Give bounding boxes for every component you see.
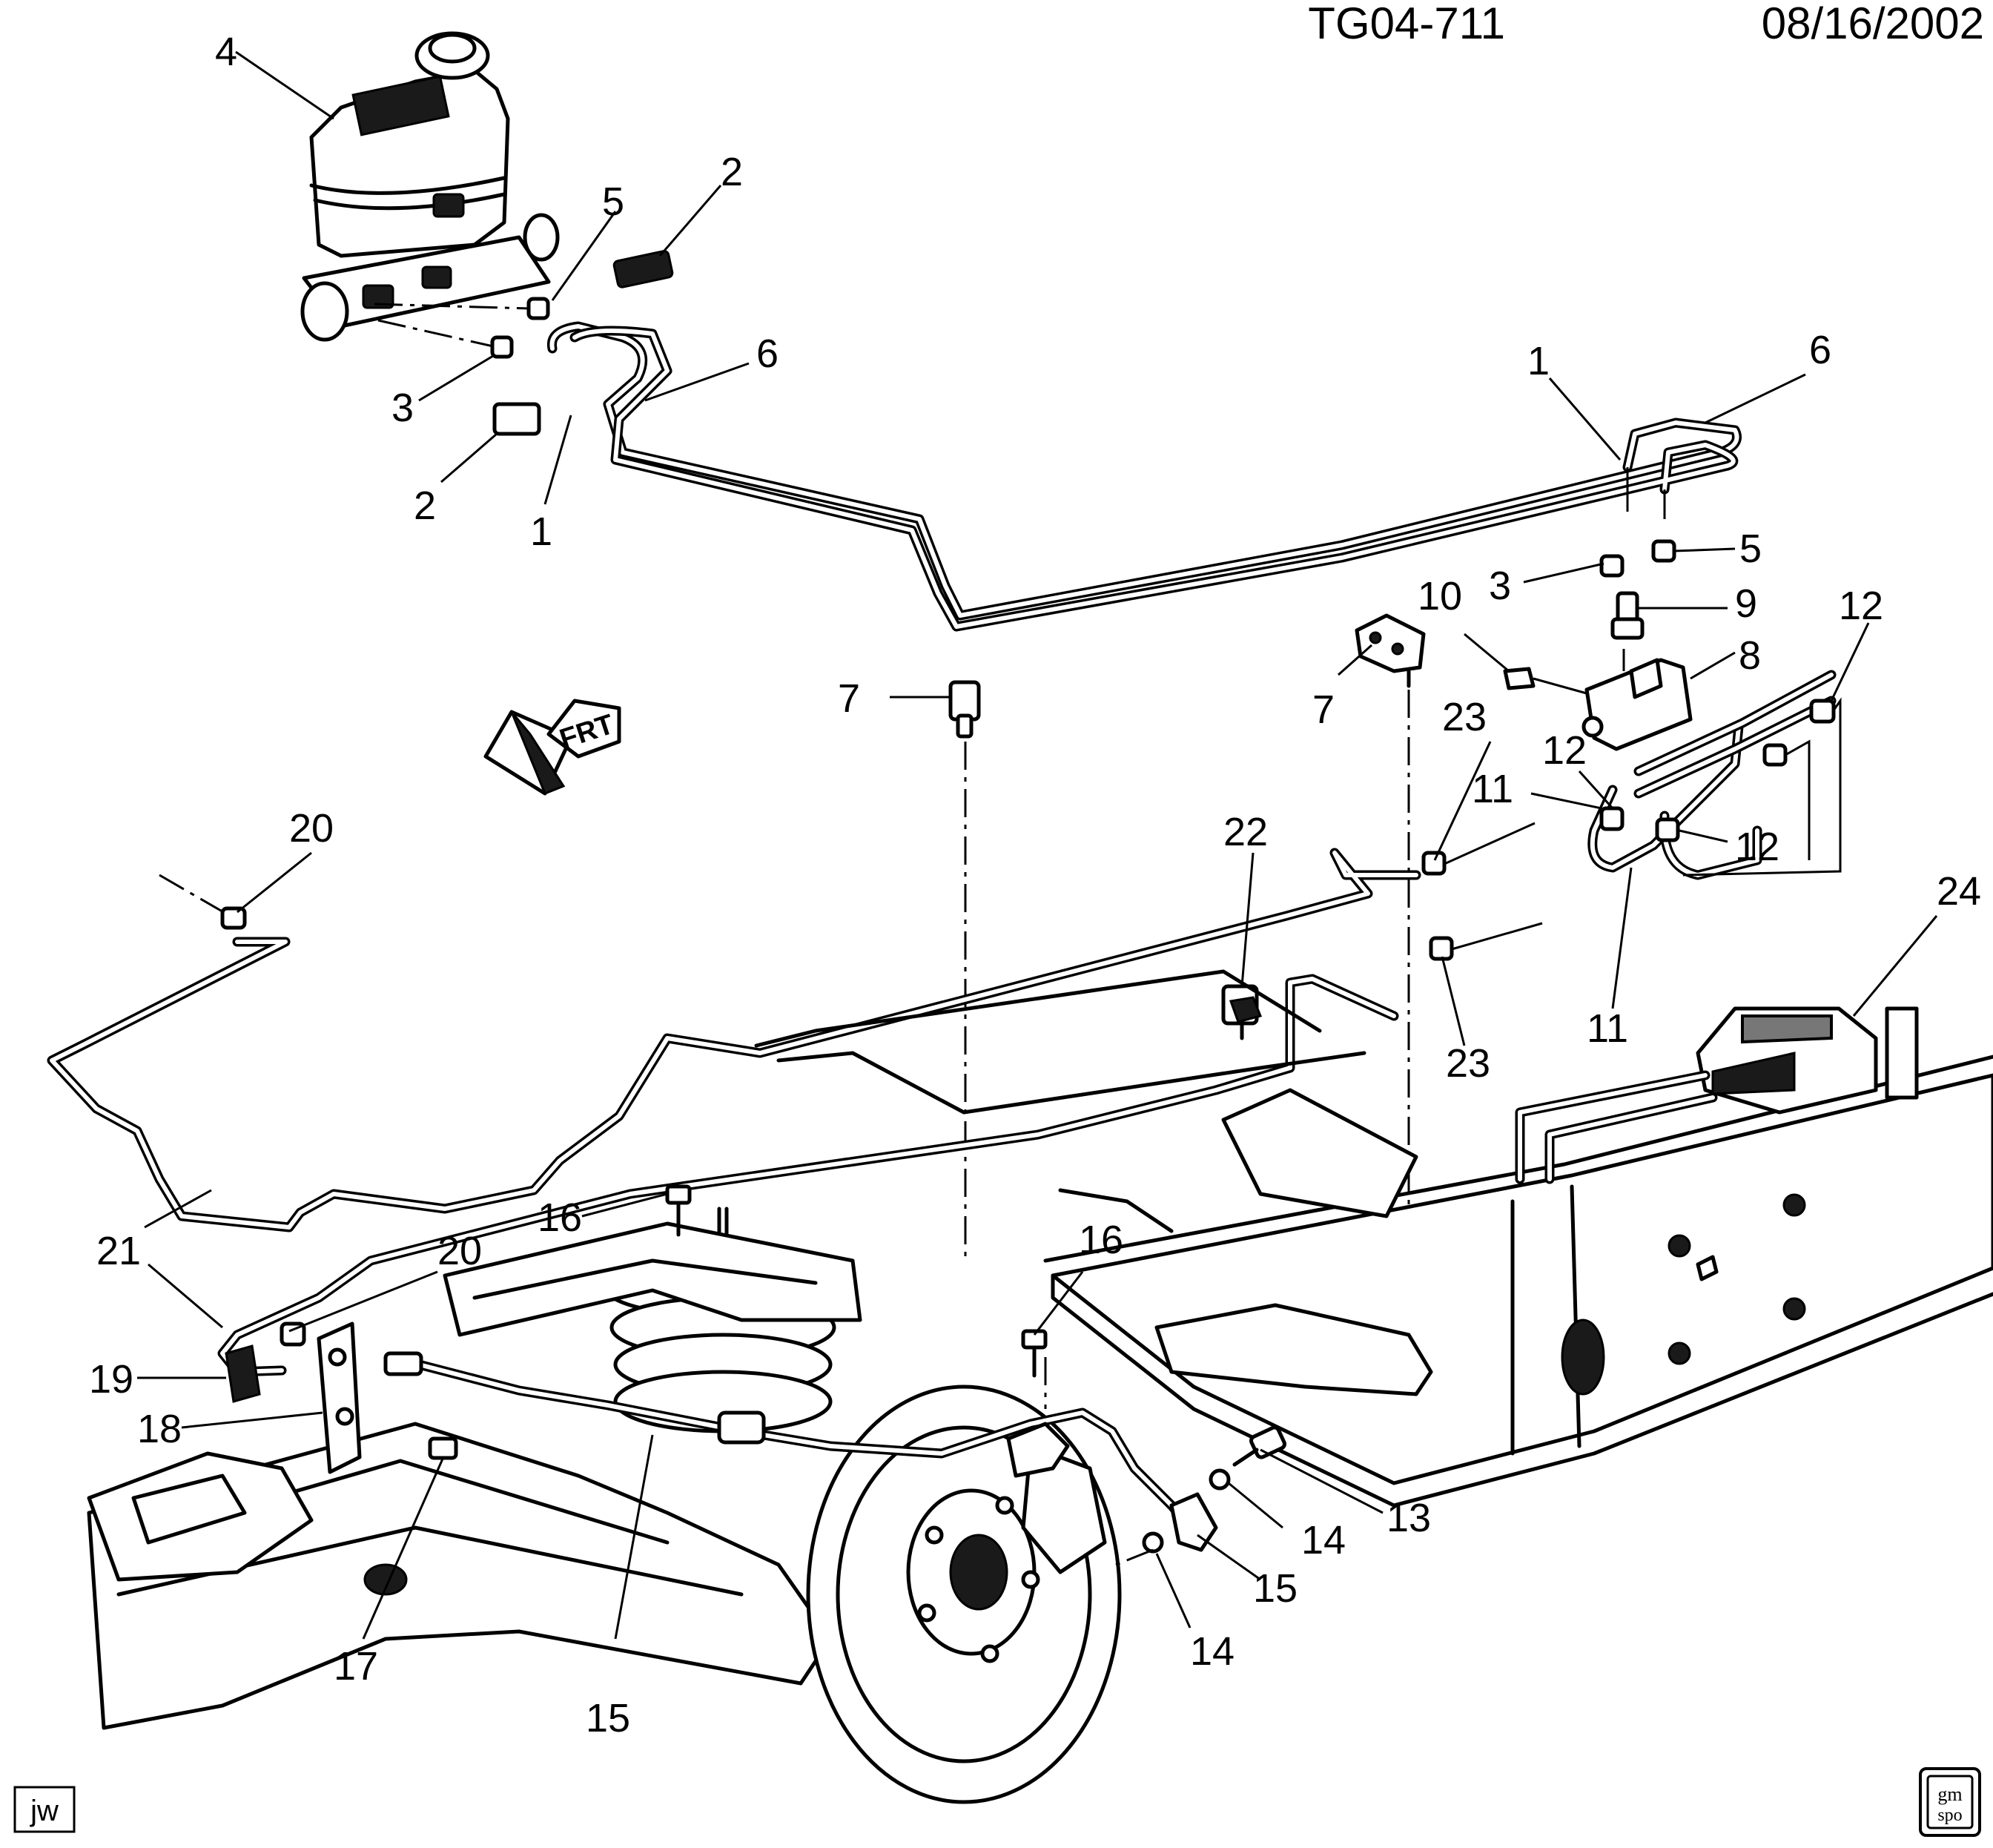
switch-9	[1610, 591, 1645, 640]
callout-22: 22	[1223, 810, 1268, 854]
front-direction-arrow-icon: FRT	[483, 699, 621, 796]
callout-12: 12	[1839, 584, 1883, 628]
frame-bracket	[1154, 1303, 1433, 1396]
callout-14: 14	[1301, 1518, 1346, 1562]
callout-21: 21	[96, 1229, 141, 1273]
center-line	[377, 319, 494, 348]
upper-control-arm	[443, 1221, 862, 1337]
master-cylinder	[300, 31, 560, 342]
clip-22	[1221, 984, 1263, 1040]
callout-5: 5	[602, 179, 624, 224]
callout-20: 20	[437, 1229, 482, 1273]
callout-9: 9	[1735, 581, 1757, 626]
brake-pipe-upper-pair	[546, 321, 1742, 632]
tube-nut-5-upper	[526, 297, 550, 320]
drawing-id: TG04-711	[1308, 0, 1505, 48]
callout-11: 11	[1587, 1006, 1628, 1051]
callout-18: 18	[137, 1407, 182, 1451]
bolt-17	[428, 1436, 458, 1460]
callout-5: 5	[1739, 527, 1762, 571]
tube-nut-12-c	[1599, 806, 1625, 831]
callout-2: 2	[414, 484, 436, 528]
callout-23: 23	[1442, 695, 1487, 739]
drawing-date: 08/16/2002	[1762, 0, 1984, 48]
callout-12: 12	[1542, 728, 1587, 773]
gm-spo-logo-icon: gm spo	[1919, 1767, 1981, 1837]
center-line	[374, 303, 531, 310]
callout-23: 23	[1446, 1041, 1490, 1086]
logo-text-top: gm	[1937, 1783, 1962, 1805]
callout-labels: 4 2 5 6 3 2 1 1 6 5 3 9 10 8 12 7 7 23 1…	[89, 30, 1981, 1740]
clip-7-left	[948, 680, 981, 739]
front-crossmember-left	[87, 1451, 314, 1582]
callout-6: 6	[1809, 328, 1831, 372]
tube-nut-20-upper	[220, 906, 247, 930]
callout-3: 3	[391, 386, 414, 430]
callout-3: 3	[1489, 564, 1511, 608]
callout-13: 13	[1386, 1496, 1431, 1540]
author-mark: jw	[30, 1795, 59, 1827]
brake-pipe-front-21	[47, 848, 1421, 1377]
tube-nut-3-valve	[1599, 554, 1625, 578]
tube-nut-5-valve	[1651, 539, 1676, 563]
rotor-hub	[806, 1385, 1122, 1804]
floor-outline	[1058, 1188, 1174, 1233]
callout-14: 14	[1190, 1629, 1235, 1674]
callout-15: 15	[586, 1696, 630, 1740]
bracket-clip-2-upper	[612, 250, 674, 288]
callout-6: 6	[756, 331, 779, 376]
author-mark-box	[13, 1786, 76, 1833]
washer-14-upper	[1209, 1468, 1231, 1491]
callout-7: 7	[1312, 687, 1335, 732]
callout-11: 11	[1472, 767, 1513, 811]
callout-1: 1	[530, 509, 552, 554]
callout-8: 8	[1739, 633, 1761, 678]
ebcm-module-24	[1696, 1006, 1919, 1115]
bolt-10	[1503, 667, 1536, 690]
crossmember	[1221, 1088, 1418, 1218]
callout-15: 15	[1253, 1566, 1298, 1611]
tube-nut-12-a	[1809, 699, 1836, 724]
callout-16: 16	[538, 1195, 582, 1240]
callout-17: 17	[334, 1644, 378, 1689]
callout-10: 10	[1418, 574, 1462, 618]
callout-2: 2	[721, 150, 743, 194]
callout-16: 16	[1079, 1218, 1123, 1262]
floor-outline	[754, 969, 1322, 1048]
combination-valve-8	[1581, 658, 1693, 751]
callout-12: 12	[1735, 825, 1779, 869]
tube-nut-3-upper	[490, 335, 514, 359]
callout-20: 20	[289, 806, 334, 851]
tube-nut-23-upper	[1421, 851, 1447, 876]
logo-text-bottom: spo	[1937, 1806, 1962, 1825]
tube-nut-12-d	[1655, 817, 1680, 842]
bolt-13	[1232, 1425, 1286, 1467]
clip-19	[225, 1344, 261, 1403]
callout-24: 24	[1937, 869, 1981, 914]
callout-7: 7	[838, 676, 860, 721]
washer-14-lower	[1142, 1531, 1164, 1554]
callout-1: 1	[1527, 339, 1550, 383]
tube-nut-20-lower	[280, 1321, 306, 1347]
brake-hose-15	[383, 1351, 1218, 1552]
tube-nut-12-b	[1762, 743, 1788, 767]
tube-nut-23-lower	[1429, 936, 1454, 961]
callout-19: 19	[89, 1357, 133, 1402]
floor-outline	[776, 1051, 1366, 1115]
callout-leaders	[137, 50, 1938, 1640]
bolt-16-right	[1021, 1329, 1048, 1378]
callout-4: 4	[215, 30, 237, 74]
bracket-clip-2-lower	[492, 402, 541, 436]
